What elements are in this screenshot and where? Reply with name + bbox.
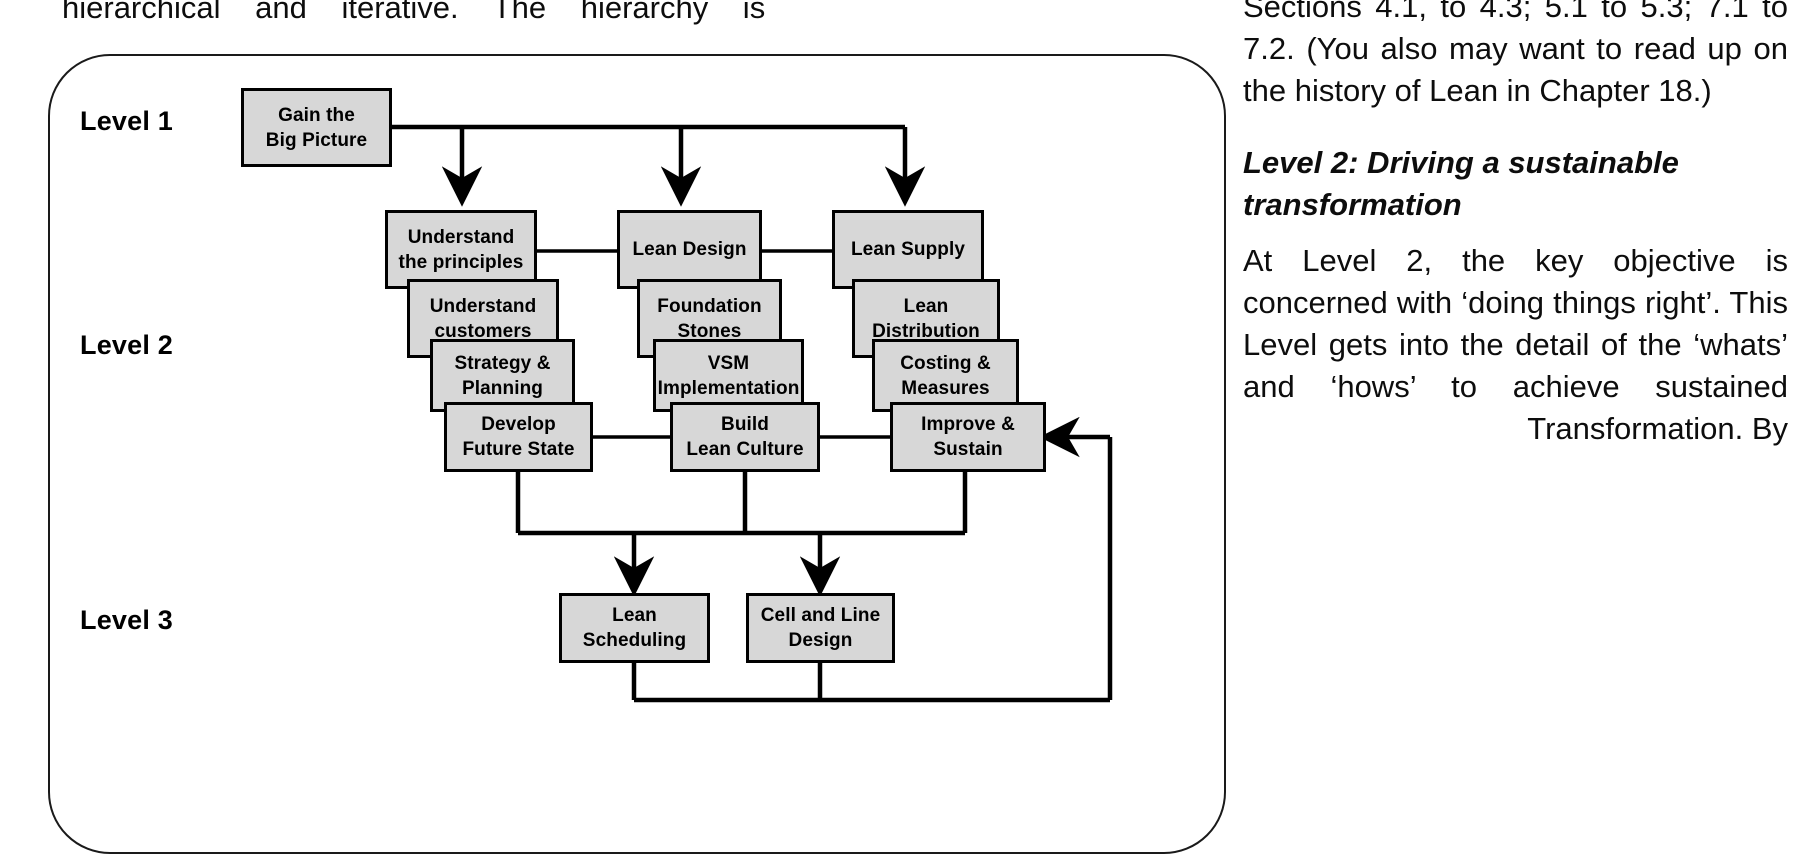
node-line-2: Future State bbox=[462, 439, 575, 460]
node-lean-design[interactable]: Lean Design bbox=[617, 210, 762, 289]
node-line-2: Planning bbox=[461, 377, 544, 399]
node-line-2: customers bbox=[434, 320, 532, 342]
node-gain-the-big-picture[interactable]: Gain the Big Picture bbox=[241, 88, 392, 167]
node-improve-and-sustain[interactable]: Improve & Sustain bbox=[890, 402, 1046, 472]
node-line-2: Implementation bbox=[657, 377, 800, 399]
paragraph-spacer bbox=[1243, 112, 1788, 142]
right-column-paragraph-2: At Level 2, the key objective is concern… bbox=[1243, 243, 1788, 446]
right-column: Sections 4.1, to 4.3; 5.1 to 5.3; 7.1 to… bbox=[1243, 0, 1788, 450]
heading-spacer bbox=[1243, 226, 1788, 240]
node-develop-future-state[interactable]: Develop Future State bbox=[444, 402, 593, 472]
node-lean-scheduling[interactable]: Lean Scheduling bbox=[559, 593, 710, 663]
node-line-1: Cell and Line bbox=[760, 605, 881, 626]
node-line-1: Improve & bbox=[921, 414, 1015, 435]
node-line-1: Costing & bbox=[900, 352, 991, 374]
node-line-1: Lean Design bbox=[632, 239, 747, 260]
node-line-1: Lean bbox=[612, 605, 657, 626]
level-3-label: Level 3 bbox=[80, 605, 173, 635]
node-line-2: Distribution bbox=[872, 320, 980, 342]
node-line-1: Lean bbox=[903, 295, 949, 317]
left-column-body-text: hierarchical and iterative. The hierarch… bbox=[62, 0, 766, 25]
node-lean-supply[interactable]: Lean Supply bbox=[832, 210, 984, 289]
node-line-1: Gain the bbox=[278, 104, 355, 126]
node-line-2: Big Picture bbox=[265, 129, 368, 151]
node-line-1: Understand bbox=[429, 295, 537, 317]
node-line-2: Stones bbox=[677, 320, 742, 342]
node-line-1: Foundation bbox=[657, 295, 762, 317]
node-line-1: Lean Supply bbox=[850, 239, 966, 260]
node-line-2: Design bbox=[788, 630, 853, 651]
node-line-1: Strategy & bbox=[454, 352, 551, 374]
level-1-label: Level 1 bbox=[80, 106, 173, 136]
right-column-heading: Level 2: Driving a sustainable transform… bbox=[1243, 145, 1679, 222]
node-line-1: Develop bbox=[481, 414, 556, 435]
node-line-1: Build bbox=[721, 414, 769, 435]
node-line-2: the principles bbox=[398, 251, 524, 273]
level-2-label: Level 2 bbox=[80, 330, 173, 360]
node-cell-and-line-design[interactable]: Cell and Line Design bbox=[746, 593, 895, 663]
node-line-2: Scheduling bbox=[582, 630, 687, 651]
node-line-1: VSM bbox=[707, 352, 750, 374]
node-build-lean-culture[interactable]: Build Lean Culture bbox=[670, 402, 820, 472]
node-line-2: Sustain bbox=[933, 439, 1003, 460]
node-line-1: Understand bbox=[407, 226, 515, 248]
node-line-2: Lean Culture bbox=[686, 439, 804, 460]
right-column-paragraph-1: Sections 4.1, to 4.3; 5.1 to 5.3; 7.1 to… bbox=[1243, 0, 1788, 108]
node-line-2: Measures bbox=[901, 377, 990, 399]
node-understand-the-principles[interactable]: Understand the principles bbox=[385, 210, 537, 289]
figure-frame bbox=[48, 54, 1226, 854]
